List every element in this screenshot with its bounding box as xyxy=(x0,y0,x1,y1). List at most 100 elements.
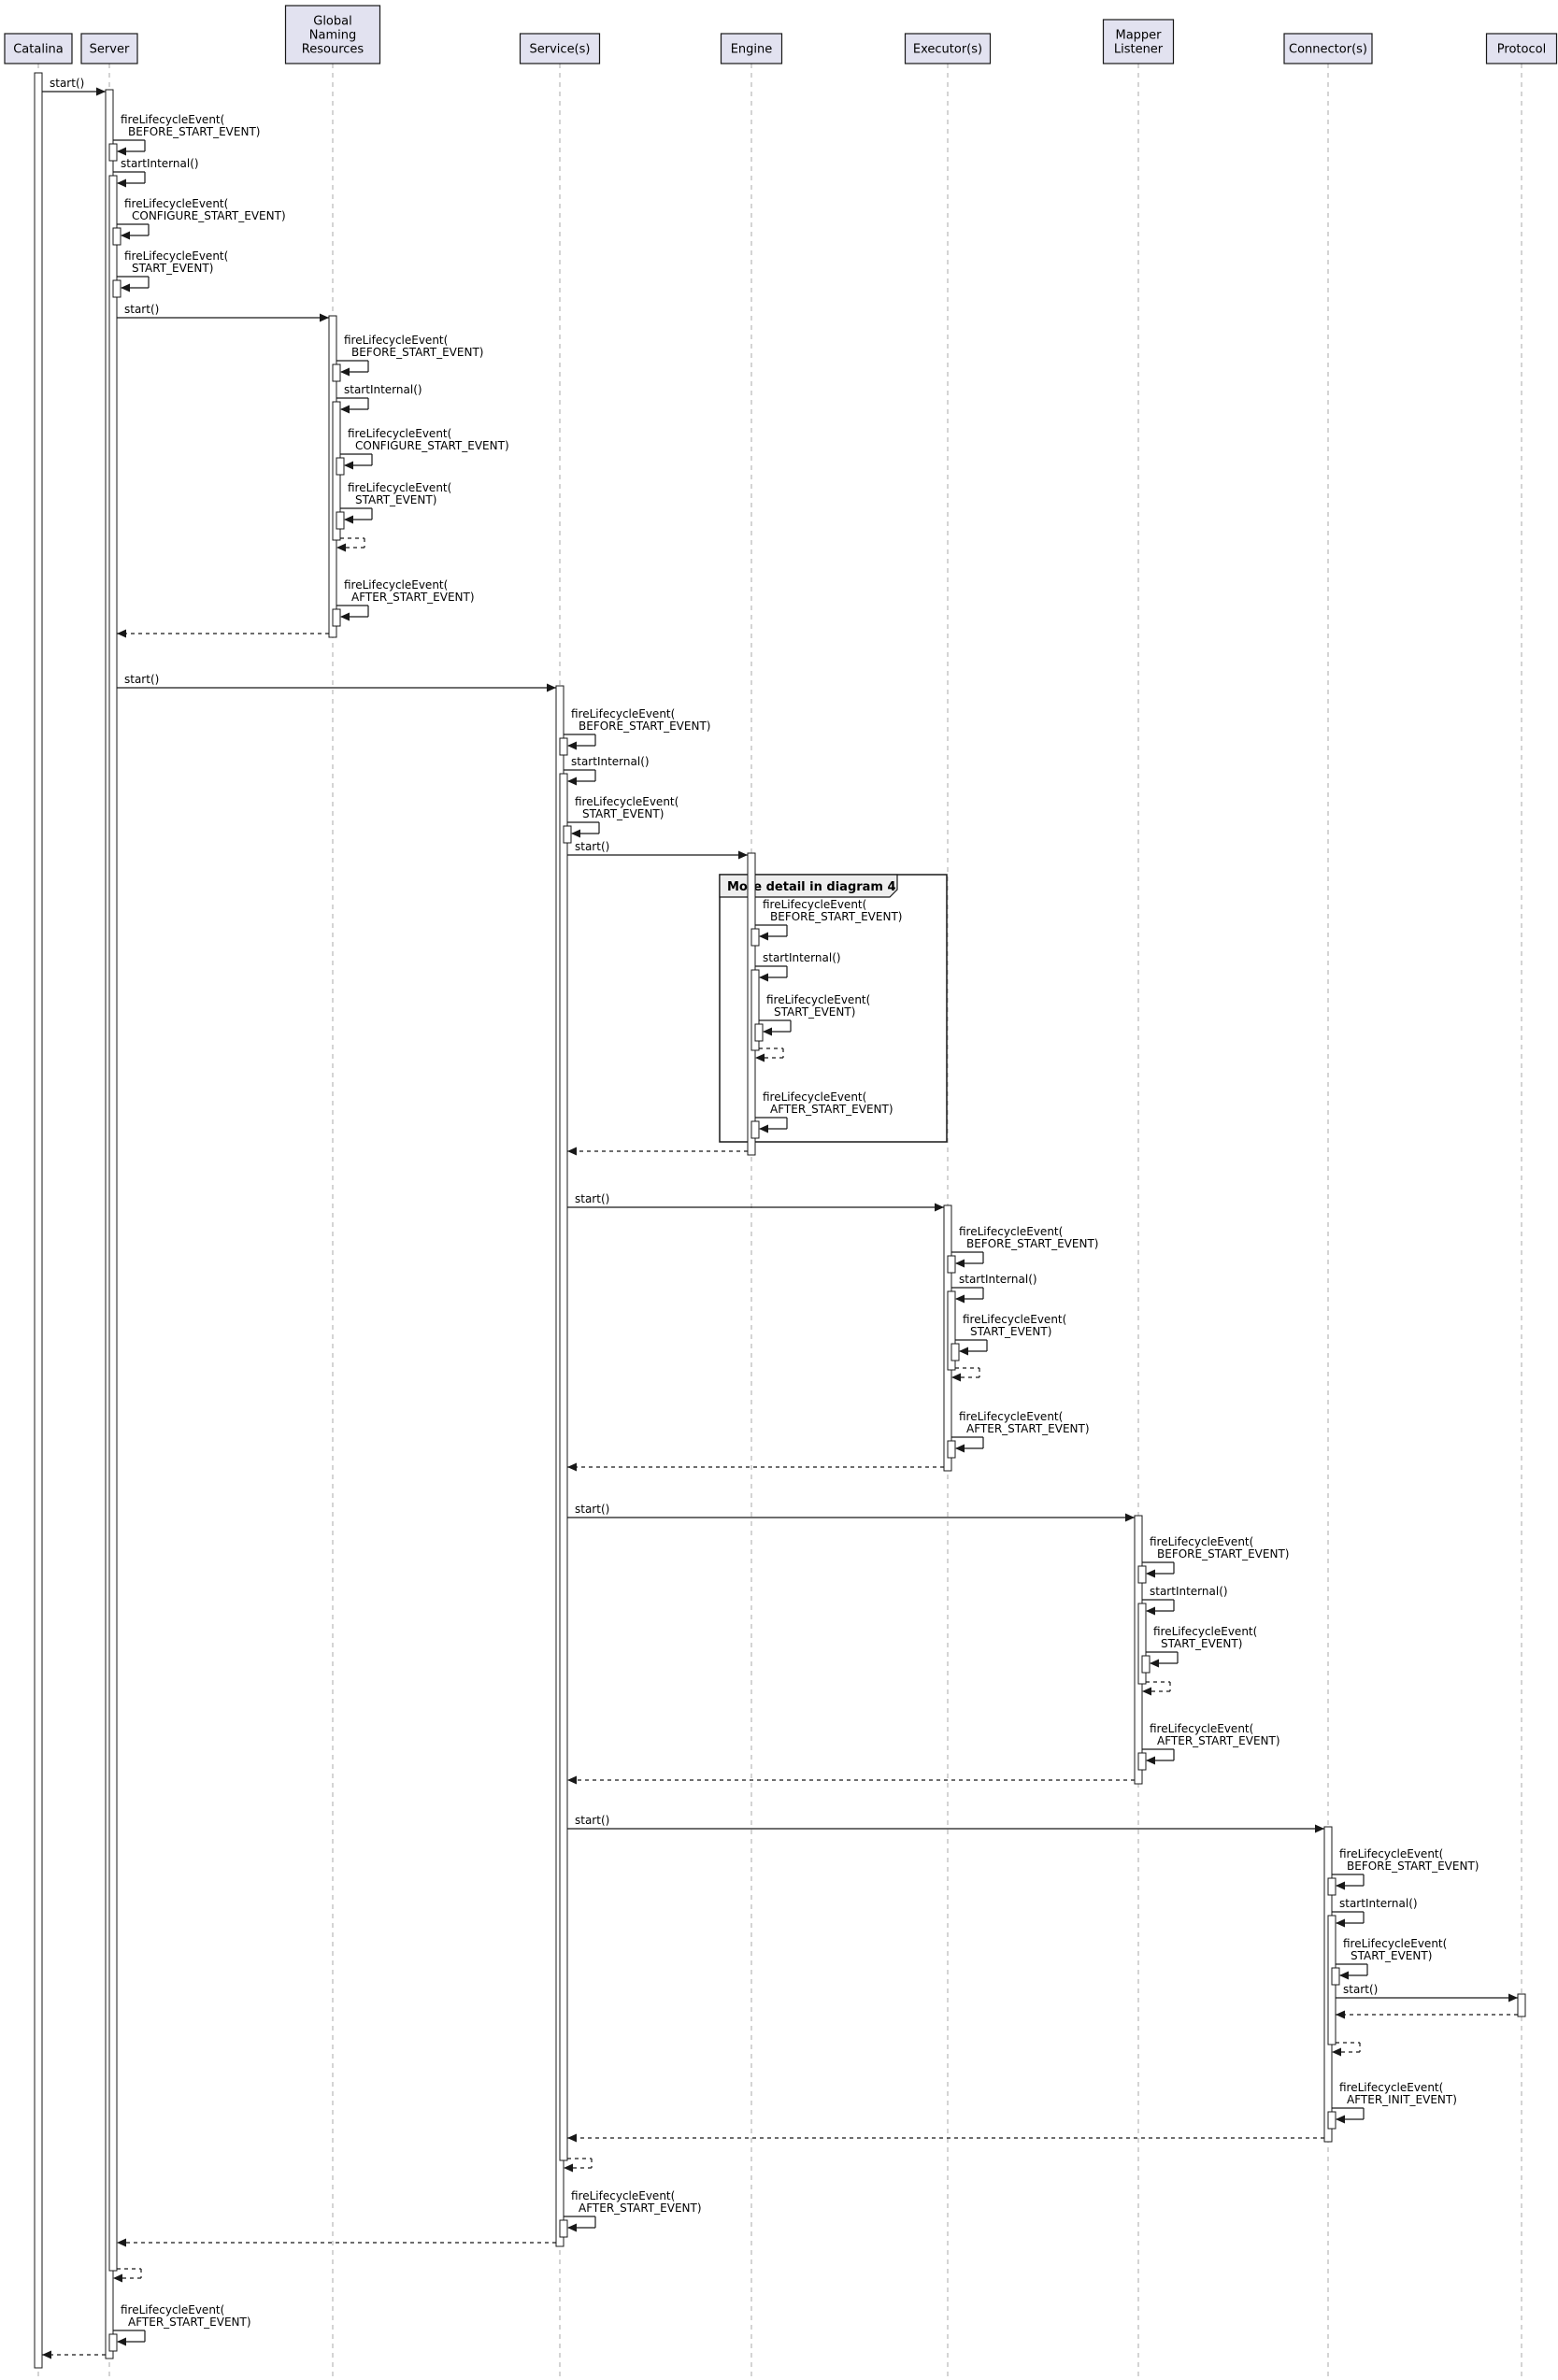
self-call-activation-engine xyxy=(754,1023,764,1042)
ret-arrowhead-icon xyxy=(567,1775,577,1785)
self-call-label: fireLifecycleEvent( xyxy=(763,898,866,911)
call-label: start() xyxy=(50,77,84,90)
self-call-arrowhead-icon xyxy=(567,777,577,786)
participant-box-engine xyxy=(720,33,783,64)
self-call-arrowhead-icon xyxy=(759,932,768,941)
self-call-label: startInternal() xyxy=(121,157,199,170)
self-call-activation-mapper xyxy=(1137,1565,1147,1584)
self-call-activation-server xyxy=(112,227,121,246)
self-call-label: fireLifecycleEvent( xyxy=(959,1410,1063,1423)
activation-catalina-l0 xyxy=(34,72,43,2369)
call-arrowhead-icon xyxy=(96,87,106,96)
self-call-label: fireLifecycleEvent( xyxy=(575,795,679,808)
self-call-label: fireLifecycleEvent( xyxy=(571,707,675,720)
participant-label-gnr: Naming xyxy=(309,29,356,43)
self-call-activation-service xyxy=(563,825,572,844)
self-call-label: fireLifecycleEvent( xyxy=(766,993,870,1006)
self-call-activation-connector xyxy=(1327,1877,1336,1896)
self-call-label: AFTER_INIT_EVENT) xyxy=(1347,2093,1457,2106)
self-call-activation-service xyxy=(559,737,568,756)
self-call-arrowhead-icon xyxy=(121,231,130,240)
call-label: start() xyxy=(575,1814,609,1827)
self-call-label: START_EVENT) xyxy=(774,1005,855,1019)
self-call-label: fireLifecycleEvent( xyxy=(763,1090,866,1104)
self-call-label: fireLifecycleEvent( xyxy=(121,113,224,126)
self-call-arrowhead-icon xyxy=(121,283,130,292)
self-return-arrowhead-icon xyxy=(113,2273,122,2283)
self-call-label: fireLifecycleEvent( xyxy=(963,1313,1066,1326)
participant-label-engine: Engine xyxy=(731,43,773,57)
call-label: start() xyxy=(124,673,159,686)
self-call-label: START_EVENT) xyxy=(1351,1949,1432,1962)
participant-label-service: Service(s) xyxy=(530,43,591,57)
self-call-arrowhead-icon xyxy=(955,1259,965,1268)
self-call-label: START_EVENT) xyxy=(1161,1637,1242,1650)
frame-title-tab xyxy=(719,874,898,898)
call-arrowhead-icon xyxy=(738,850,748,860)
activation-protocol-l0 xyxy=(1517,1993,1526,2017)
self-call-arrowhead-icon xyxy=(759,973,768,982)
participant-box-protocol xyxy=(1485,33,1558,64)
activation-service-l1 xyxy=(559,773,568,2161)
self-call-label: AFTER_START_EVENT) xyxy=(128,2316,251,2329)
participant-label-mapper: Mapper xyxy=(1115,29,1162,43)
self-call-label: CONFIGURE_START_EVENT) xyxy=(132,209,286,222)
self-call-arrowhead-icon xyxy=(117,2337,126,2346)
participant-box-executor xyxy=(904,33,992,64)
self-call-activation-gnr xyxy=(336,511,345,530)
self-call-arrowhead-icon xyxy=(959,1347,968,1356)
participant-label-catalina: Catalina xyxy=(13,43,64,57)
self-return-arrowhead-icon xyxy=(336,543,346,552)
self-return-arrowhead-icon xyxy=(1142,1687,1151,1696)
self-call-activation-connector xyxy=(1327,2111,1336,2130)
self-call-activation-engine xyxy=(750,928,760,947)
self-call-arrowhead-icon xyxy=(1336,2115,1345,2124)
participant-box-server xyxy=(80,33,138,64)
self-call-label: BEFORE_START_EVENT) xyxy=(1347,1860,1479,1873)
self-call-label: startInternal() xyxy=(1339,1897,1418,1910)
self-call-activation-mapper xyxy=(1141,1655,1151,1674)
self-call-label: BEFORE_START_EVENT) xyxy=(351,346,483,359)
self-call-arrowhead-icon xyxy=(117,178,126,188)
self-return-arrowhead-icon xyxy=(951,1373,961,1382)
self-call-activation-executor xyxy=(947,1255,956,1274)
self-call-arrowhead-icon xyxy=(340,367,350,377)
ret-arrowhead-icon xyxy=(567,1147,577,1156)
call-arrowhead-icon xyxy=(1315,1824,1324,1833)
self-call-arrowhead-icon xyxy=(1146,1569,1155,1578)
self-call-label: BEFORE_START_EVENT) xyxy=(966,1237,1098,1250)
participant-box-gnr xyxy=(284,5,381,64)
self-call-label: START_EVENT) xyxy=(970,1325,1051,1338)
self-call-arrowhead-icon xyxy=(567,741,577,750)
call-arrowhead-icon xyxy=(1508,1993,1518,2002)
self-call-label: fireLifecycleEvent( xyxy=(1339,2081,1443,2094)
self-call-arrowhead-icon xyxy=(117,147,126,156)
participant-label-gnr: Global xyxy=(313,15,351,29)
self-call-arrowhead-icon xyxy=(763,1027,772,1036)
self-call-activation-executor xyxy=(951,1343,960,1361)
self-call-label: fireLifecycleEvent( xyxy=(124,249,228,263)
frame-title: More detail in diagram 4 xyxy=(727,880,896,894)
self-call-activation-connector xyxy=(1331,1967,1340,1986)
self-call-label: AFTER_START_EVENT) xyxy=(351,591,475,604)
self-call-activation-mapper xyxy=(1137,1752,1147,1771)
self-call-label: startInternal() xyxy=(571,755,650,768)
self-call-arrowhead-icon xyxy=(1146,1756,1155,1765)
self-call-label: startInternal() xyxy=(959,1273,1037,1286)
participant-box-catalina xyxy=(4,33,73,64)
self-call-label: fireLifecycleEvent( xyxy=(959,1225,1063,1238)
self-call-activation-gnr xyxy=(332,608,341,627)
self-call-arrowhead-icon xyxy=(571,829,580,838)
self-call-label: fireLifecycleEvent( xyxy=(348,427,451,440)
ret-arrowhead-icon xyxy=(1336,2010,1345,2019)
self-call-activation-gnr xyxy=(336,457,345,476)
call-label: start() xyxy=(575,1503,609,1516)
self-call-label: fireLifecycleEvent( xyxy=(344,578,448,591)
self-return-arrowhead-icon xyxy=(1332,2047,1341,2057)
self-call-arrowhead-icon xyxy=(1339,1971,1349,1980)
self-call-arrowhead-icon xyxy=(955,1294,965,1304)
call-label: start() xyxy=(575,840,609,853)
self-call-label: fireLifecycleEvent( xyxy=(1150,1722,1253,1735)
